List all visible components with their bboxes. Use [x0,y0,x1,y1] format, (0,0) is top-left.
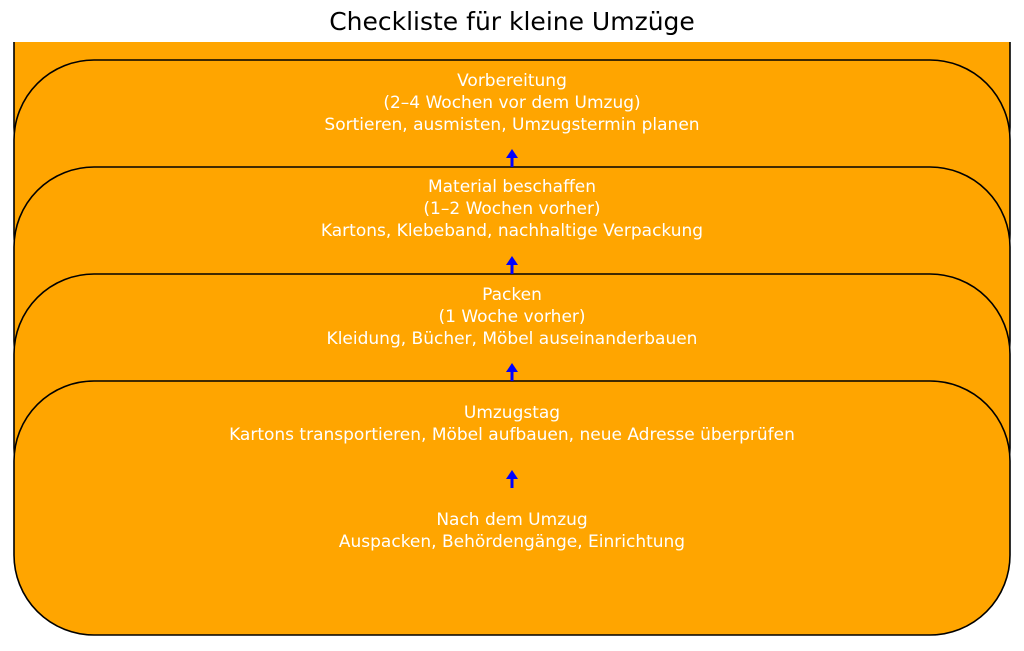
arrow-final-to-nachumzug [506,470,518,488]
step-tasks: Auspacken, Behördengänge, Einrichtung [338,532,686,552]
step-title: Vorbereitung [457,71,567,91]
step-box-5 [13,380,1011,636]
step-packen: Packen (1 Woche vorher) Kleidung, Bücher… [14,284,1010,350]
arrow-nachumzug-to-umzugstag [506,363,518,381]
step-timing: (2–4 Wochen vor dem Umzug) [383,93,641,113]
step-title: Material beschaffen [427,177,597,197]
step-nach-dem-umzug: Nach dem Umzug Auspacken, Behördengänge,… [14,509,1010,553]
step-title: Umzugstag [463,403,561,423]
step-tasks: Kartons, Klebeband, nachhaltige Verpacku… [320,221,704,241]
arrow-packen-to-material [506,149,518,167]
step-title: Packen [482,285,542,305]
diagram-title: Checkliste für kleine Umzüge [329,7,695,36]
step-umzugstag: Umzugstag Kartons transportieren, Möbel … [14,402,1010,446]
step-material-beschaffen: Material beschaffen (1–2 Wochen vorher) … [14,176,1010,242]
step-title: Nach dem Umzug [436,510,588,530]
step-tasks: Sortieren, ausmisten, Umzugstermin plane… [324,115,700,135]
arrow-umzugstag-to-packen [506,256,518,274]
step-timing: (1–2 Wochen vorher) [423,199,601,219]
step-tasks: Kartons transportieren, Möbel aufbauen, … [229,425,795,445]
step-timing: (1 Woche vorher) [438,307,586,327]
step-tasks: Kleidung, Bücher, Möbel auseinanderbauen [326,329,698,349]
step-vorbereitung: Vorbereitung (2–4 Wochen vor dem Umzug) … [14,70,1010,136]
